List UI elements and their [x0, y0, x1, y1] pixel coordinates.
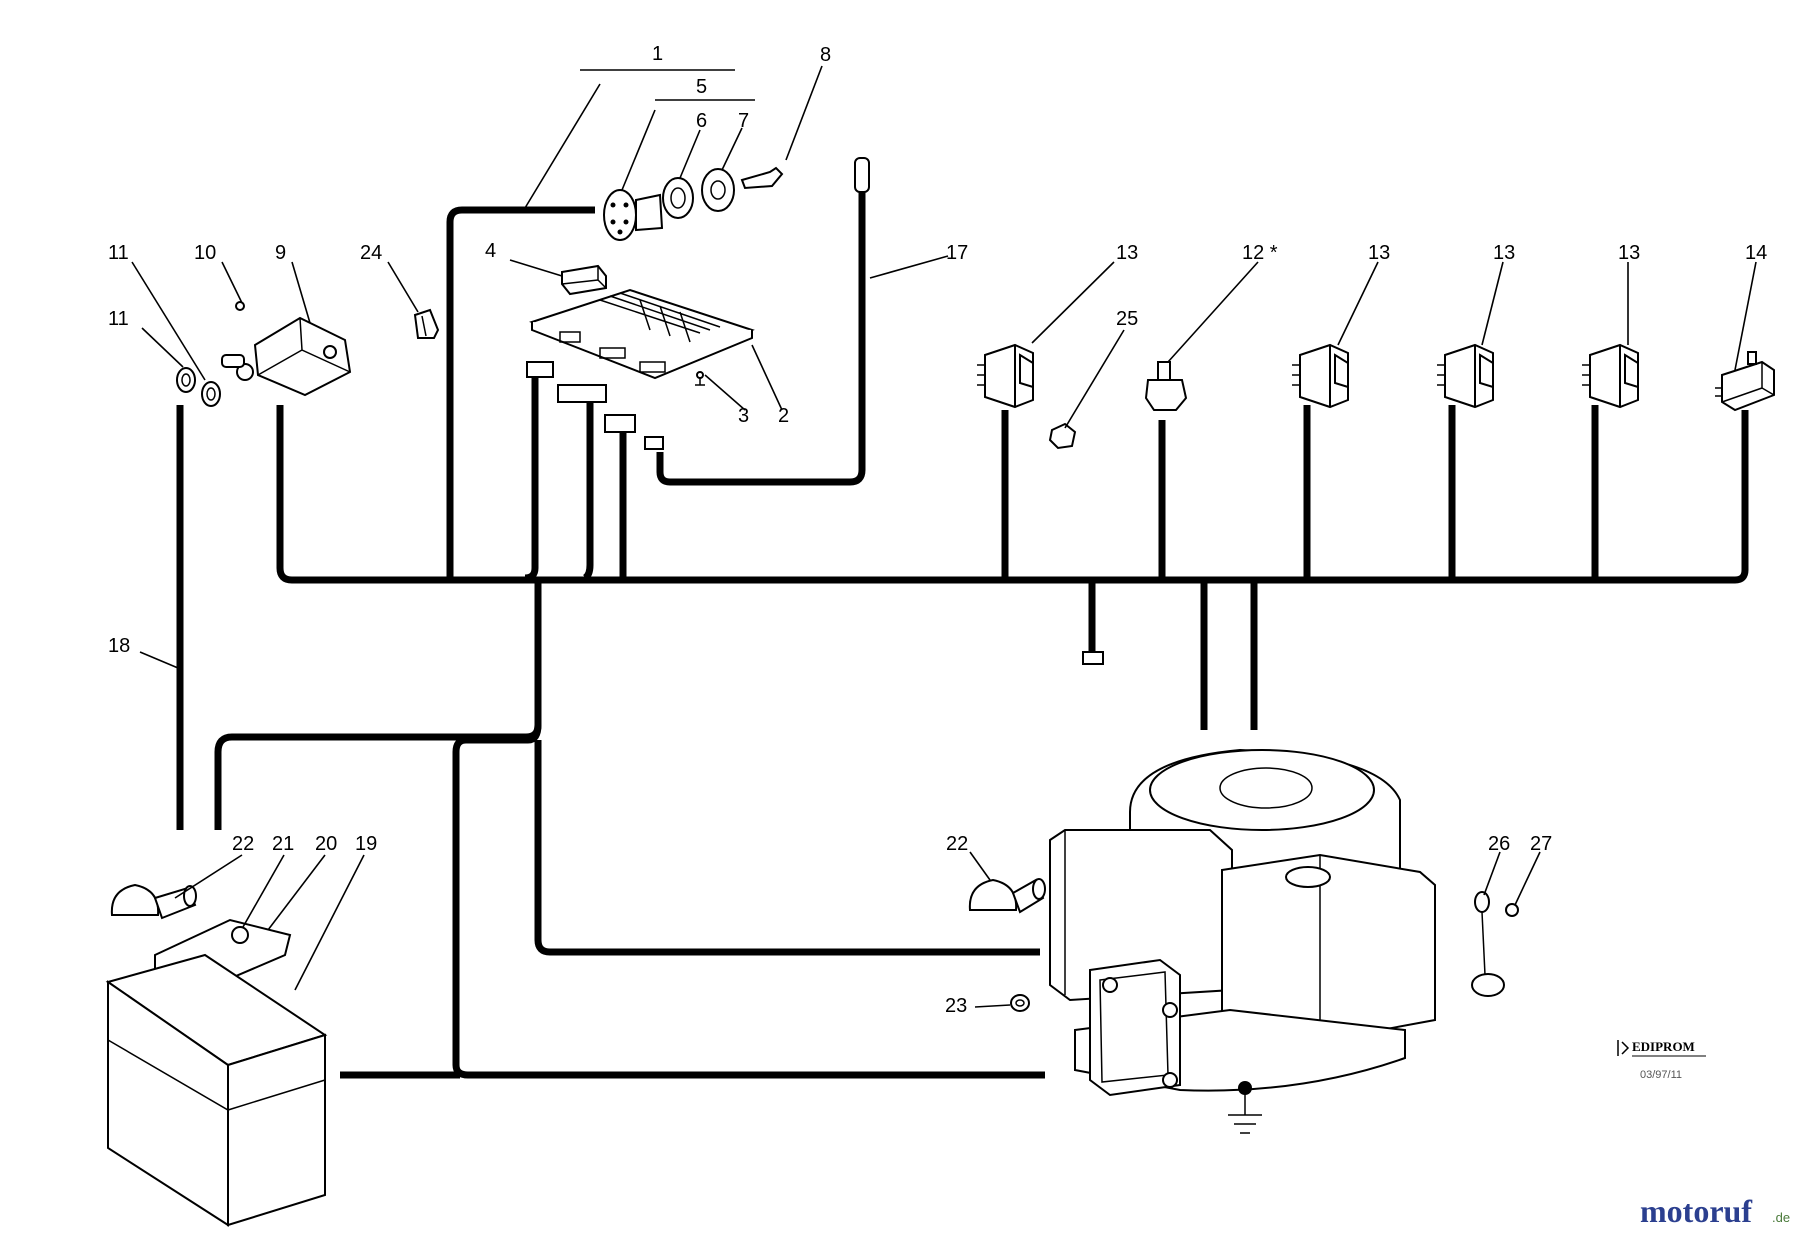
watermark-main: motoruf: [1640, 1193, 1752, 1229]
callout-19: 19: [355, 833, 377, 855]
washer-11: [176, 367, 221, 407]
callout-8: 8: [820, 44, 831, 66]
ediprom-logo: EDIPROM 03/97/11: [1617, 1039, 1706, 1081]
callout-25: 25: [1116, 308, 1138, 330]
connector-plug: [1082, 651, 1104, 665]
callout-7: 7: [738, 110, 749, 132]
logo-text: EDIPROM: [1632, 1039, 1695, 1054]
switch-13: [1437, 343, 1494, 409]
terminal-boot-22: [968, 878, 1046, 914]
connector-plug: [526, 361, 554, 378]
callout-22a: 22: [232, 833, 254, 855]
callout-11a: 11: [108, 242, 129, 264]
switch-13: [1292, 343, 1349, 409]
callout-3: 3: [738, 405, 749, 427]
watermark-suffix: .de: [1772, 1210, 1790, 1225]
wiring-harness: [176, 190, 1749, 1079]
callout-5: 5: [696, 76, 707, 98]
callout-10: 10: [194, 242, 216, 264]
sensor-12: [1144, 361, 1188, 411]
callout-13b: 13: [1368, 242, 1390, 264]
engine: [1049, 748, 1436, 1097]
callout-24: 24: [360, 242, 382, 264]
callout-13d: 13: [1618, 242, 1640, 264]
logo-code: 03/97/11: [1640, 1069, 1682, 1081]
callout-23: 23: [945, 995, 967, 1017]
callout-9: 9: [275, 242, 286, 264]
clip-25: [1048, 422, 1077, 450]
nut-23: [1010, 994, 1030, 1012]
callout-2: 2: [778, 405, 789, 427]
ground-symbol: [1228, 1090, 1262, 1134]
clip-24: [413, 308, 440, 339]
callout-17: 17: [946, 242, 968, 264]
connector-plug: [557, 384, 607, 403]
callout-27: 27: [1530, 833, 1552, 855]
callout-26: 26: [1488, 833, 1510, 855]
connector-plug: [604, 414, 636, 433]
battery-19: [105, 953, 328, 1227]
callout-21: 21: [272, 833, 294, 855]
callout-4: 4: [485, 240, 496, 262]
callout-22b: 22: [946, 833, 968, 855]
callout-14: 14: [1745, 242, 1767, 264]
callout-13c: 13: [1493, 242, 1515, 264]
connector-17: [854, 157, 870, 193]
callout-1: 1: [652, 43, 663, 65]
fuse-4: [561, 264, 607, 296]
motoruf-watermark: motoruf .de: [1640, 1193, 1790, 1229]
callout-18: 18: [108, 635, 130, 657]
solenoid-9: [221, 301, 352, 397]
switch-13: [977, 343, 1034, 409]
connector-plug: [644, 436, 664, 450]
microswitch-14: [1715, 351, 1775, 412]
switch-13: [1582, 343, 1639, 409]
callout-13a: 13: [1116, 242, 1138, 264]
callout-20: 20: [315, 833, 337, 855]
ignition-switch-5: [603, 166, 784, 241]
terminal-boot-22: [110, 883, 197, 920]
circuit-board-2: [529, 288, 755, 380]
spark-lead-26: [1471, 891, 1519, 997]
callout-6: 6: [696, 110, 707, 132]
leader-lines: [131, 65, 1757, 1008]
screw-3: [695, 371, 705, 386]
callout-labels: 1 5 6 7 8 11 11 10 9 24 4 3 2 17 13 25 1…: [108, 43, 1767, 1017]
callout-12: 12 *: [1242, 242, 1278, 264]
callout-11b: 11: [108, 308, 129, 330]
